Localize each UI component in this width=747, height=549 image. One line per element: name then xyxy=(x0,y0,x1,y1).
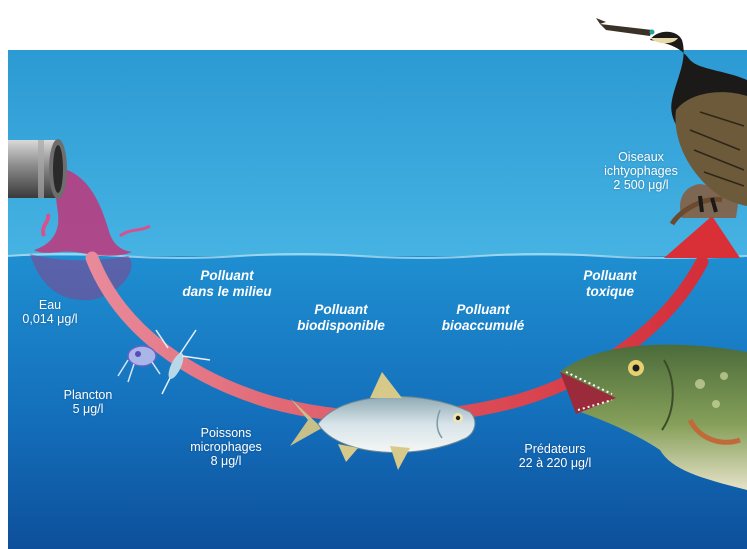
level-label-eau: Eau 0,014 μg/l xyxy=(10,298,90,326)
phase-label-toxique: Polluant toxique xyxy=(560,268,660,300)
level-poissons-name2: microphages xyxy=(176,440,276,454)
phase-label-biodisponible: Polluant biodisponible xyxy=(286,302,396,334)
phase-milieu-line2: dans le milieu xyxy=(172,284,282,300)
level-oiseaux-name1: Oiseaux xyxy=(596,150,686,164)
phase-bioaccumule-line1: Polluant xyxy=(428,302,538,318)
phase-milieu-line1: Polluant xyxy=(172,268,282,284)
level-label-oiseaux: Oiseaux ichtyophages 2 500 μg/l xyxy=(596,150,686,192)
level-plancton-name: Plancton xyxy=(48,388,128,402)
level-predateurs-name: Prédateurs xyxy=(500,442,610,456)
level-poissons-value: 8 μg/l xyxy=(176,454,276,468)
level-oiseaux-name2: ichtyophages xyxy=(596,164,686,178)
level-predateurs-value: 22 à 220 μg/l xyxy=(500,456,610,470)
phase-bioaccumule-line2: bioaccumulé xyxy=(428,318,538,334)
level-label-poissons: Poissons microphages 8 μg/l xyxy=(176,426,276,468)
phase-toxique-line1: Polluant xyxy=(560,268,660,284)
level-label-plancton: Plancton 5 μg/l xyxy=(48,388,128,416)
phase-label-milieu: Polluant dans le milieu xyxy=(172,268,282,300)
phase-label-bioaccumule: Polluant bioaccumulé xyxy=(428,302,538,334)
phase-biodisponible-line2: biodisponible xyxy=(286,318,396,334)
level-plancton-value: 5 μg/l xyxy=(48,402,128,416)
level-eau-name: Eau xyxy=(10,298,90,312)
level-eau-value: 0,014 μg/l xyxy=(10,312,90,326)
phase-biodisponible-line1: Polluant xyxy=(286,302,396,318)
level-poissons-name1: Poissons xyxy=(176,426,276,440)
level-oiseaux-value: 2 500 μg/l xyxy=(596,178,686,192)
pipe-icon xyxy=(8,139,67,199)
level-label-predateurs: Prédateurs 22 à 220 μg/l xyxy=(500,442,610,470)
phase-toxique-line2: toxique xyxy=(560,284,660,300)
